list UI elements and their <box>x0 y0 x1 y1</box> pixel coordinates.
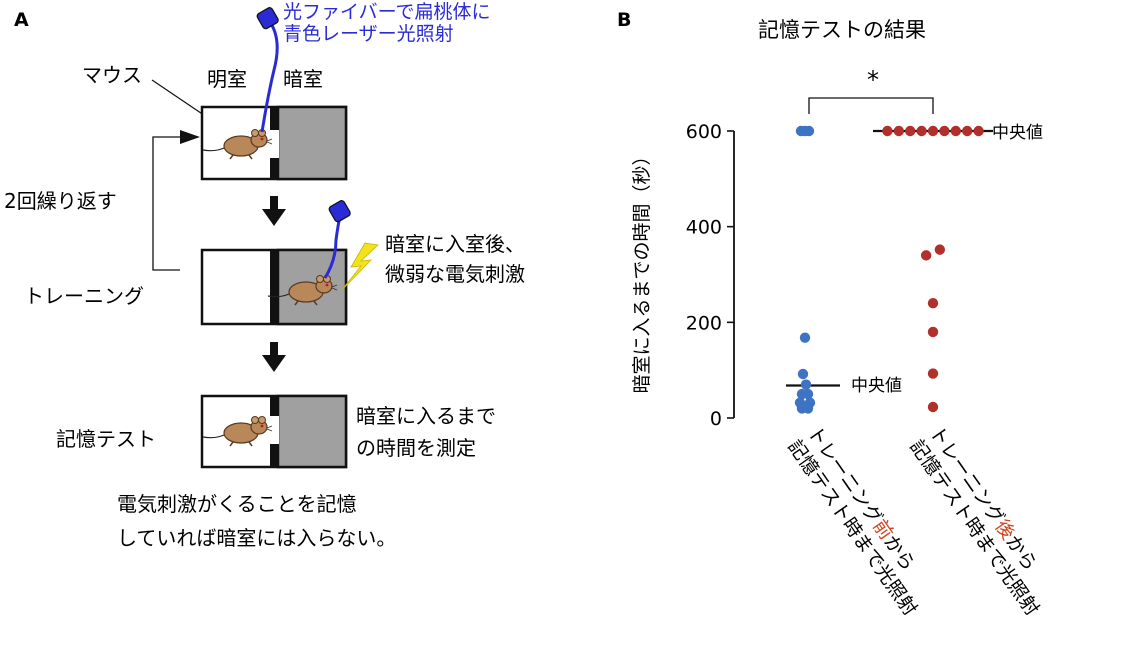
data-point <box>927 368 939 379</box>
data-point <box>927 326 939 338</box>
data-point <box>973 125 984 137</box>
category-before-line2: 記憶テスト時まで光照射 <box>783 436 921 620</box>
significance-bracket <box>808 97 934 114</box>
data-point <box>950 125 961 137</box>
data-point <box>802 403 814 414</box>
data-point <box>920 250 932 261</box>
chamber-test <box>200 394 348 469</box>
median-label-before: 中央値 <box>851 376 902 396</box>
y-tick-label: 200 <box>686 312 722 334</box>
y-tick-label: 600 <box>686 121 722 143</box>
repeat-loop-line <box>152 136 188 271</box>
data-point <box>802 388 814 400</box>
laser-connector-top <box>256 7 279 30</box>
data-point <box>882 125 893 137</box>
data-point <box>939 125 950 137</box>
dark-room-label: 暗室 <box>283 67 323 91</box>
lightning-bolt-icon <box>340 242 379 292</box>
y-ticks: 0 200 400 600 <box>686 121 734 430</box>
panel-a-letter: A <box>14 9 29 31</box>
chart-title: 記憶テストの結果 <box>758 18 926 42</box>
data-point <box>927 298 939 309</box>
data-point <box>916 125 927 137</box>
significance-star: * <box>867 66 879 94</box>
data-point <box>927 401 939 413</box>
data-point <box>800 379 812 390</box>
median-label-after: 中央値 <box>992 123 1043 143</box>
mouse-label: マウス <box>82 63 142 87</box>
data-point <box>905 125 916 137</box>
y-tick-label: 0 <box>710 408 722 430</box>
light-room-label: 明室 <box>207 67 247 91</box>
y-axis-label: 暗室に入るまでの時間（秒） <box>631 146 653 393</box>
laser-label-line2: 青色レーザー光照射 <box>283 23 454 45</box>
laser-label-line1: 光ファイバーで扁桃体に <box>283 1 490 23</box>
shock-label-line1: 暗室に入室後、 <box>385 232 525 256</box>
optic-fiber-top <box>260 21 279 133</box>
median-lines <box>786 129 993 387</box>
measure-label-line1: 暗室に入るまで <box>356 404 496 428</box>
data-points <box>794 125 984 414</box>
y-tick-label: 400 <box>686 217 722 239</box>
repeat-label: 2回繰り返す <box>4 189 117 213</box>
data-point <box>893 125 904 137</box>
down-arrow-1 <box>262 196 286 226</box>
training-label: トレーニング <box>24 284 144 308</box>
chamber-top <box>200 105 348 181</box>
category-label-after: トレーニング後から 記憶テスト時まで光照射 <box>905 422 1043 620</box>
data-point <box>799 332 811 343</box>
data-point <box>797 368 809 380</box>
measure-label-line2: の時間を測定 <box>356 436 476 460</box>
laser-connector-training <box>328 200 351 223</box>
down-arrow-2 <box>262 342 286 372</box>
panel-b-letter: B <box>617 9 631 31</box>
data-point <box>934 244 946 255</box>
note-line1: 電気刺激がくることを記憶 <box>117 492 357 516</box>
note-line2: していれば暗室には入らない。 <box>117 526 396 550</box>
test-label: 記憶テスト <box>56 427 156 451</box>
data-point <box>962 125 973 137</box>
shock-label-line2: 微弱な電気刺激 <box>385 262 525 286</box>
data-point <box>927 125 939 137</box>
category-after-line2: 記憶テスト時まで光照射 <box>905 436 1043 620</box>
data-point <box>803 125 815 137</box>
repeat-arrow-head <box>180 130 200 144</box>
